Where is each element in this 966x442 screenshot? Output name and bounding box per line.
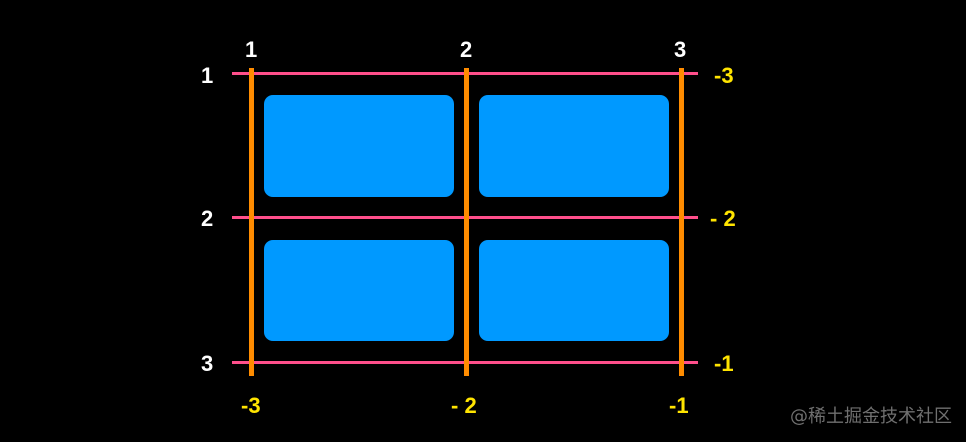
column-line-top-label: 1: [245, 37, 258, 62]
row-line-left-label: 3: [201, 351, 214, 376]
column-grid-line-1: [249, 68, 254, 376]
column-line-bottom-label: - 2: [451, 393, 477, 418]
grid-cell-row2-col1: [264, 240, 454, 341]
watermark-text: @稀土掘金技术社区: [790, 406, 952, 427]
column-line-bottom-label: -1: [669, 393, 689, 418]
column-grid-line-2: [464, 68, 469, 376]
row-line-right-label: - 2: [710, 206, 736, 231]
grid-cell-row1-col1: [264, 95, 454, 197]
grid-cell-row2-col2: [479, 240, 669, 341]
row-line-right-label: -1: [714, 351, 734, 376]
column-line-top-label: 3: [674, 37, 687, 62]
row-line-right-label: -3: [714, 63, 734, 88]
grid-cell-row1-col2: [479, 95, 669, 197]
row-line-left-label: 1: [201, 63, 214, 88]
column-grid-line-3: [679, 68, 684, 376]
column-line-bottom-label: -3: [241, 393, 261, 418]
row-line-left-label: 2: [201, 206, 214, 231]
column-line-top-label: 2: [460, 37, 473, 62]
